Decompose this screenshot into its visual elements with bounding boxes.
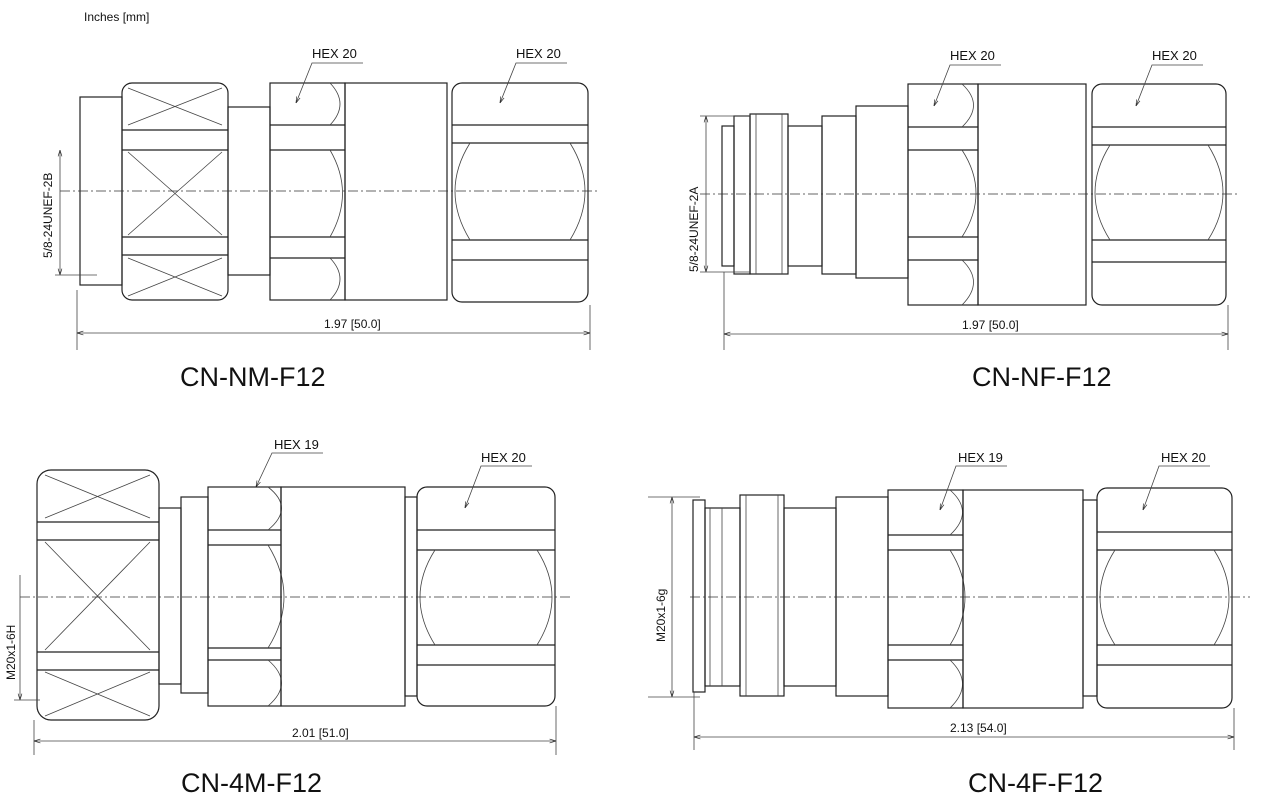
length-dimension: 2.13 [54.0] <box>950 721 1007 735</box>
drawing-title: CN-NM-F12 <box>180 362 326 392</box>
thread-label: 5/8-24UNEF-2A <box>687 187 701 272</box>
length-dimension: 1.97 [50.0] <box>962 318 1019 332</box>
drawing-cn-4f-f12: 2.13 [54.0] M20x1-6g HEX 19 HEX 20 CN-4F… <box>648 450 1250 798</box>
drawing-title: CN-4M-F12 <box>181 768 322 798</box>
hex-label: HEX 20 <box>312 46 357 61</box>
units-label: Inches [mm] <box>84 10 149 24</box>
drawing-title: CN-NF-F12 <box>972 362 1112 392</box>
hex-label: HEX 20 <box>1161 450 1206 465</box>
drawing-cn-nf-f12: 1.97 [50.0] 5/8-24UNEF-2A HEX 20 HEX 20 … <box>687 48 1240 392</box>
thread-label: M20x1-6g <box>654 589 668 642</box>
hex-nut-rear <box>1096 487 1233 709</box>
hex-nut-front <box>887 489 966 709</box>
length-dimension: 2.01 [51.0] <box>292 726 349 740</box>
thread-label: 5/8-24UNEF-2B <box>41 173 55 258</box>
hex-nut-rear <box>1091 83 1227 306</box>
thread-label: M20x1-6H <box>4 625 18 680</box>
hex-nut-rear <box>451 82 589 303</box>
coupling-nut <box>121 82 229 301</box>
drawing-cn-4m-f12: 2.01 [51.0] M20x1-6H HEX 19 HEX 20 CN-4M… <box>4 437 570 798</box>
coupling-nut <box>36 469 160 721</box>
hex-nut-front <box>207 486 285 707</box>
hex-label: HEX 19 <box>274 437 319 452</box>
hex-nut-front <box>907 83 979 306</box>
hex-label: HEX 20 <box>481 450 526 465</box>
hex-label: HEX 20 <box>1152 48 1197 63</box>
hex-label: HEX 20 <box>950 48 995 63</box>
drawing-cn-nm-f12: 1.97 [50.0] 5/8-24UNEF-2B HEX 20 HEX 20 … <box>41 46 600 392</box>
hex-label: HEX 20 <box>516 46 561 61</box>
hex-label: HEX 19 <box>958 450 1003 465</box>
hex-nut-rear <box>416 486 556 707</box>
length-dimension: 1.97 [50.0] <box>324 317 381 331</box>
drawing-title: CN-4F-F12 <box>968 768 1103 798</box>
hex-nut-front <box>269 82 346 301</box>
